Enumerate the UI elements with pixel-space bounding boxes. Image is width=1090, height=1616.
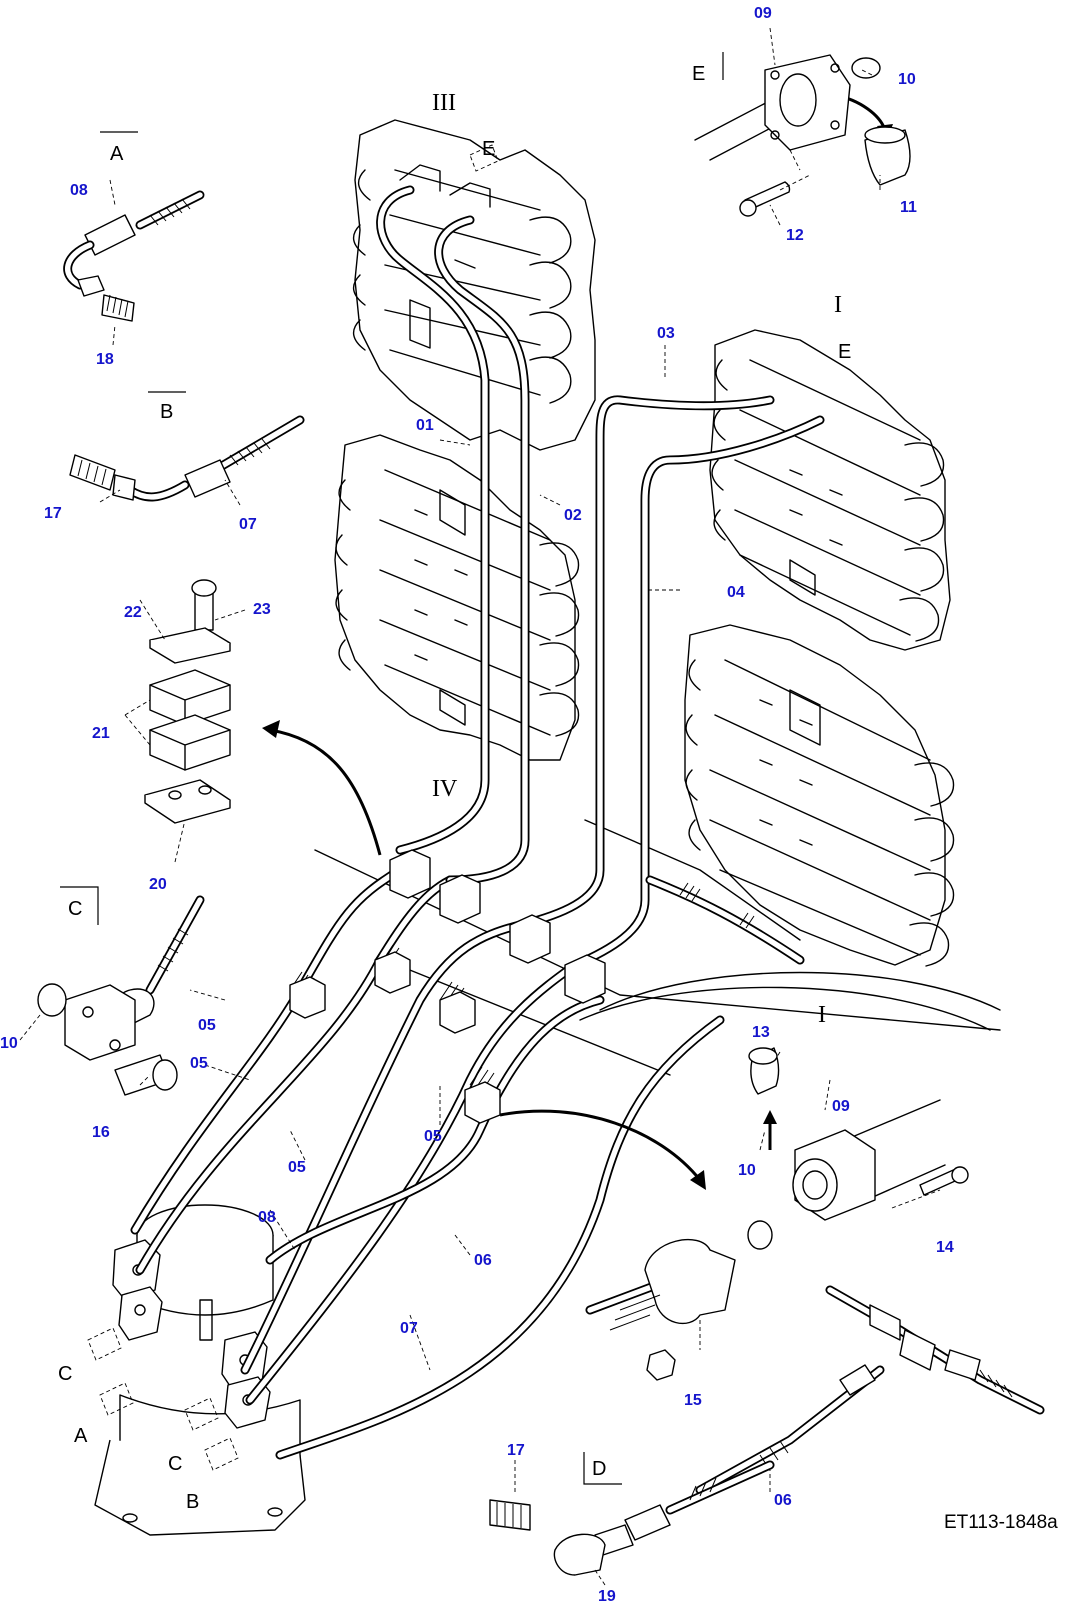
pipes-valve-I [515,395,825,970]
pipes-valve-III [376,185,530,885]
drawing-code: ET113-1848a [944,1512,1058,1533]
view-title-B: B [160,401,173,423]
callout-14: 14 [936,1239,954,1256]
view-labels: A B C D E E E A B C C [58,63,851,1513]
valve-labels: III I IV I [432,90,842,1028]
callout-01: 01 [416,417,434,434]
callout-03: 03 [657,325,675,342]
view-title-E: E [692,63,705,85]
control-valve-IV [334,434,580,761]
valve-label-I: I [834,292,842,318]
callout-07-lower: 07 [400,1320,418,1337]
callout-09-right: 09 [832,1098,850,1115]
part-callouts: 01 02 03 04 05 05 05 05 06 06 07 07 08 0… [0,5,954,1605]
callout-21: 21 [92,725,110,742]
view-title-D: D [592,1458,606,1480]
view-title-A: A [110,143,124,165]
detail-A [63,190,205,322]
callout-06-mid: 06 [474,1252,492,1269]
callout-18: 18 [96,351,114,368]
callout-05-c: 05 [198,1017,216,1034]
callout-06-d: 06 [774,1492,792,1509]
callout-10-right: 10 [738,1162,756,1179]
callout-08-lower: 08 [258,1209,276,1226]
callout-15: 15 [684,1392,702,1409]
pipe-clamps [289,849,606,1124]
callout-16: 16 [92,1124,110,1141]
callout-07-b: 07 [239,516,257,533]
callout-22: 22 [124,604,142,621]
view-ref-C-1: C [58,1363,72,1385]
valve-label-II: I [818,1002,826,1028]
hose-bundle [130,865,725,1460]
callout-23: 23 [253,601,271,618]
frame-outline [314,819,1001,1076]
callout-05-right: 05 [424,1128,442,1145]
detail-flange-right [585,1047,969,1381]
view-title-C: C [68,898,82,920]
section-frames [60,52,724,1485]
detail-E [694,54,911,217]
view-ref-E-valve-III: E [482,138,495,160]
callout-19: 19 [598,1588,616,1605]
valve-label-III: III [432,90,456,116]
view-ref-C-2: C [168,1453,182,1475]
callout-05-mid: 05 [288,1159,306,1176]
control-valve-I [709,329,951,651]
control-valve-III [352,119,596,451]
callout-20: 20 [149,876,167,893]
detail-clamp [124,579,231,824]
callout-05-left: 05 [190,1055,208,1072]
callout-02: 02 [564,507,582,524]
callout-13: 13 [752,1024,770,1041]
callout-04: 04 [727,584,745,601]
callout-17-b: 17 [44,505,62,522]
detail-B [69,415,305,502]
detail-D [489,1460,775,1576]
view-arrows [87,144,499,1471]
callout-11: 11 [900,199,917,216]
callout-09-top: 09 [754,5,772,22]
view-ref-A: A [74,1425,88,1447]
hose-06-right [645,875,805,965]
callout-08-a: 08 [70,182,88,199]
callout-10-c: 10 [0,1035,18,1052]
callout-17-d: 17 [507,1442,525,1459]
valve-label-IV: IV [432,776,458,802]
view-ref-B: B [186,1491,199,1513]
callout-10-top: 10 [898,71,916,88]
callout-12: 12 [786,227,804,244]
leader-lines [19,27,881,1586]
control-valve-II [684,624,955,967]
view-ref-E-valve-I: E [838,341,851,363]
detail-C [37,895,205,1096]
hose-detail-lower-right [695,1285,1045,1495]
